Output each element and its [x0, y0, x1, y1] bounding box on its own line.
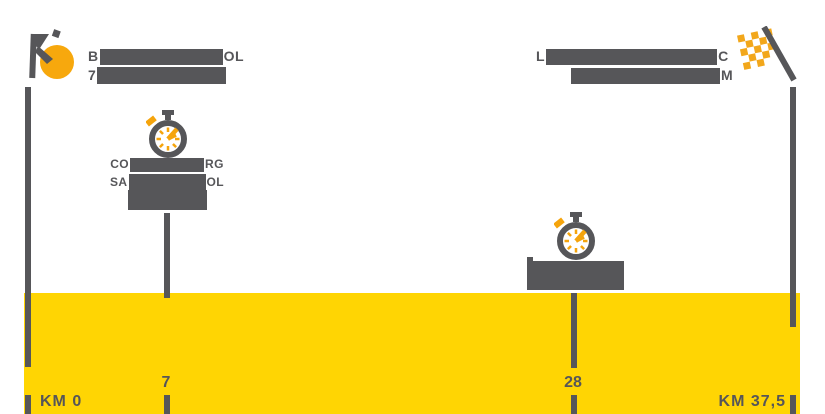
cp1-line1-prefix: CO [110, 157, 129, 171]
finish-label-line2-suffix: M [721, 67, 734, 83]
redacted-text-box [571, 67, 720, 84]
redacted-text-box [99, 48, 223, 65]
redacted-text-box [546, 48, 718, 65]
finish-label-line1: L C [536, 48, 729, 65]
axis-tick-km7 [164, 395, 170, 414]
checkpoint-7km-line1: CO RG [110, 157, 224, 172]
checkered-flag-icon [736, 25, 800, 84]
start-label-line1-prefix: B [88, 48, 99, 64]
axis-label-km37-5: KM 37,5 [718, 393, 786, 410]
start-label-line1: B OL [88, 48, 244, 65]
cp1-line1-suffix: RG [205, 157, 224, 171]
redacted-text-box [97, 67, 227, 84]
axis-tick-km0 [25, 395, 31, 414]
start-line [25, 87, 31, 367]
start-label-line1-suffix: OL [223, 48, 245, 64]
finish-line [790, 87, 796, 327]
finish-label-line2: M [570, 67, 733, 84]
stopwatch-icon [145, 110, 190, 160]
redacted-text-box [527, 257, 533, 262]
axis-tick-km37-5 [790, 395, 796, 414]
checkpoint-28km-line [571, 293, 577, 368]
start-label-line2-prefix: 7 [88, 67, 97, 83]
start-label-line2: 7 [88, 67, 227, 84]
axis-label-7: 7 [161, 374, 171, 391]
stopwatch-icon [553, 212, 598, 262]
axis-tick-km28 [571, 395, 577, 414]
axis-label-28: 28 [564, 374, 582, 391]
finish-label-line1-suffix: C [718, 48, 729, 64]
checkpoint-7km-line2: SA OL [110, 174, 224, 190]
checkpoint-7km-label: CO RG SA OL [110, 157, 224, 210]
cp1-line2-suffix: OL [206, 174, 224, 189]
cyclist-start-icon [26, 28, 76, 80]
redacted-text-box [127, 190, 207, 210]
redacted-text-box [128, 174, 206, 190]
axis-label-km0: KM 0 [40, 393, 83, 410]
cp1-line2-prefix: SA [110, 174, 128, 189]
checkpoint-7km-line [164, 213, 170, 298]
profile-area [24, 293, 800, 414]
redacted-text-box [130, 157, 204, 172]
finish-label-line1-prefix: L [536, 48, 546, 64]
checkpoint-28km-label-redacted [527, 261, 624, 290]
